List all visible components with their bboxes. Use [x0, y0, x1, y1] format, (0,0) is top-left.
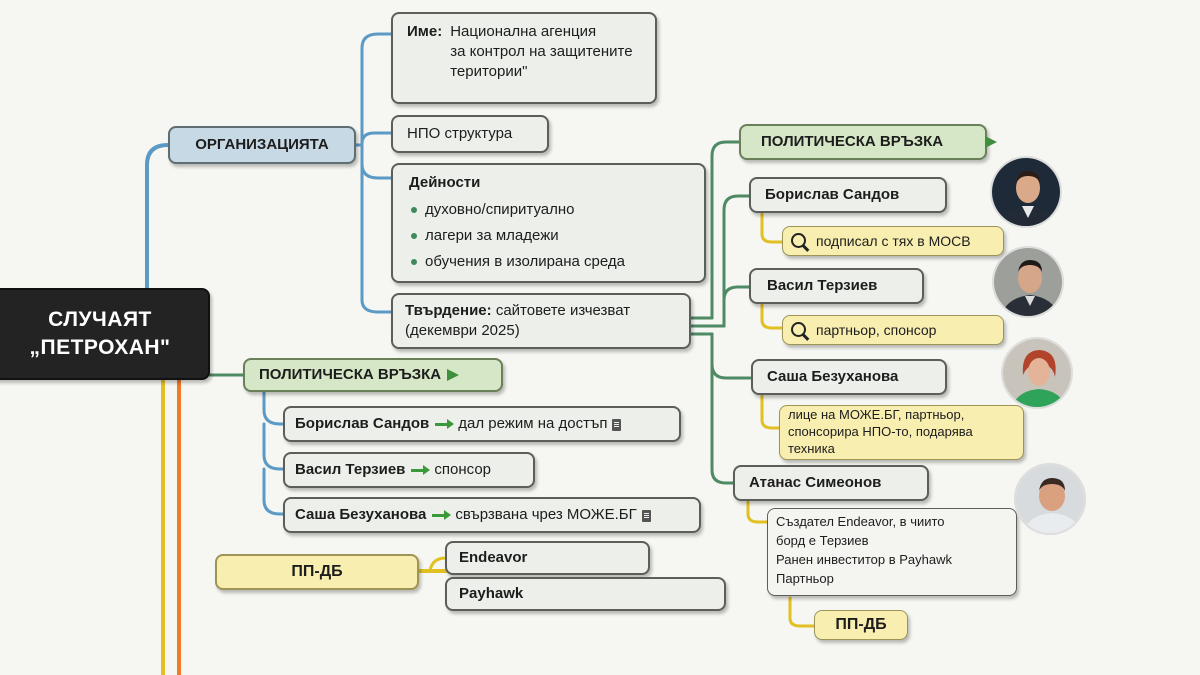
- activity-item: лагери за младежи: [409, 223, 692, 249]
- endeavor-node: Endeavor: [445, 541, 650, 575]
- arrow-right-icon: [447, 369, 460, 381]
- org-name-line-3: територии": [450, 63, 528, 80]
- note-line: техника: [788, 441, 835, 456]
- root-title-line1: СЛУЧАЯТ: [48, 308, 152, 331]
- avatar-sandov: [990, 156, 1062, 228]
- note-bezuhanova: лице на МОЖЕ.БГ, партньор, спонсорира НП…: [779, 405, 1024, 460]
- note-terziev: партньор, спонсор: [782, 315, 1004, 345]
- person-name: Васил Терзиев: [295, 461, 406, 478]
- org-name-label: Име:: [407, 23, 443, 40]
- right-person-bezuhanova: Саша Безуханова: [751, 359, 947, 395]
- note-line: Ранен инвеститор в Payhawk: [776, 552, 952, 567]
- activity-item: обучения в изолирана среда: [409, 249, 692, 275]
- arrow-right-icon: [411, 465, 431, 475]
- note-text: партньор, спонсор: [816, 322, 937, 338]
- org-name-line-2: за контрол на защитените: [450, 43, 633, 60]
- org-structure-text: НПО структура: [407, 125, 513, 142]
- left-person-bezuhanova: Саша Безуханова свързвана чрез МОЖЕ.БГ: [283, 497, 701, 533]
- political-link-left-node: ПОЛИТИЧЕСКА ВРЪЗКА: [243, 358, 503, 392]
- org-name-line-1: Национална агенция: [450, 23, 597, 40]
- claim-text: сайтовете изчезват: [491, 302, 631, 319]
- activity-item: духовно/спиритуално: [409, 197, 692, 223]
- person-note: дал режим на достъп: [458, 415, 608, 432]
- ppdb-left-node: ПП-ДБ: [215, 554, 419, 590]
- person-note: спонсор: [434, 461, 492, 478]
- avatar-bezuhanova: [1001, 337, 1073, 409]
- right-person-simeonov: Атанас Симеонов: [733, 465, 929, 501]
- root-node: СЛУЧАЯТ „ПЕТРОХАН": [0, 288, 210, 380]
- org-structure-node: НПО структура: [391, 115, 549, 153]
- right-person-terziev: Васил Терзиев: [749, 268, 924, 304]
- payhawk-label: Payhawk: [459, 585, 524, 602]
- avatar-terziev: [992, 246, 1064, 318]
- note-sandov: подписал с тях в МОСВ: [782, 226, 1004, 256]
- political-link-left-label: ПОЛИТИЧЕСКА ВРЪЗКА: [259, 366, 442, 383]
- search-icon: [791, 232, 806, 248]
- note-line: Създател Endeavor, в чиито: [776, 514, 945, 529]
- activities-title: Дейности: [409, 174, 481, 191]
- arrow-right-icon: [985, 136, 997, 148]
- person-note: свързвана чрез МОЖЕ.БГ: [455, 506, 637, 523]
- arrow-right-icon: [432, 510, 452, 520]
- organization-label: ОРГАНИЗАЦИЯТА: [195, 136, 329, 153]
- ppdb-left-label: ПП-ДБ: [291, 563, 343, 580]
- left-person-sandov: Борислав Сандов дал режим на достъп: [283, 406, 681, 442]
- claim-label: Твърдение:: [405, 302, 492, 319]
- organization-node: ОРГАНИЗАЦИЯТА: [168, 126, 356, 164]
- org-name-node: Име: Национална агенция за контрол на за…: [391, 12, 657, 104]
- political-link-right-node: ПОЛИТИЧЕСКА ВРЪЗКА: [739, 124, 987, 160]
- activities-list: духовно/спиритуално лагери за младежи об…: [409, 197, 692, 275]
- root-title-line2: „ПЕТРОХАН": [29, 336, 171, 359]
- claim-date: (декември 2025): [405, 322, 520, 339]
- note-line: борд е Терзиев: [776, 533, 869, 548]
- note-line: Партньор: [776, 571, 834, 586]
- arrow-right-icon: [435, 419, 455, 429]
- ppdb-right-label: ПП-ДБ: [835, 616, 887, 633]
- note-line: спонсорира НПО-то, подарява: [788, 424, 973, 439]
- right-person-sandov: Борислав Сандов: [749, 177, 947, 213]
- avatar-simeonov: [1014, 463, 1086, 535]
- political-link-right-label: ПОЛИТИЧЕСКА ВРЪЗКА: [761, 133, 944, 150]
- claim-node: Твърдение: сайтовете изчезват (декември …: [391, 293, 691, 349]
- person-name: Васил Терзиев: [767, 277, 878, 294]
- person-name: Борислав Сандов: [765, 186, 900, 203]
- note-line: лице на МОЖЕ.БГ, партньор,: [788, 407, 965, 422]
- search-icon: [791, 321, 806, 337]
- person-name: Саша Безуханова: [767, 368, 899, 385]
- person-name: Атанас Симеонов: [749, 474, 882, 491]
- payhawk-node: Payhawk: [445, 577, 726, 611]
- endeavor-label: Endeavor: [459, 549, 528, 566]
- lock-icon: [612, 419, 622, 431]
- person-name: Саша Безуханова: [295, 506, 427, 523]
- left-person-terziev: Васил Терзиев спонсор: [283, 452, 535, 488]
- activities-node: Дейности духовно/спиритуално лагери за м…: [391, 163, 706, 283]
- document-icon: [641, 510, 651, 522]
- ppdb-right-node: ПП-ДБ: [814, 610, 908, 640]
- person-name: Борислав Сандов: [295, 415, 430, 432]
- note-simeonov: Създател Endeavor, в чиито борд е Терзие…: [767, 508, 1017, 596]
- note-text: подписал с тях в МОСВ: [816, 233, 971, 249]
